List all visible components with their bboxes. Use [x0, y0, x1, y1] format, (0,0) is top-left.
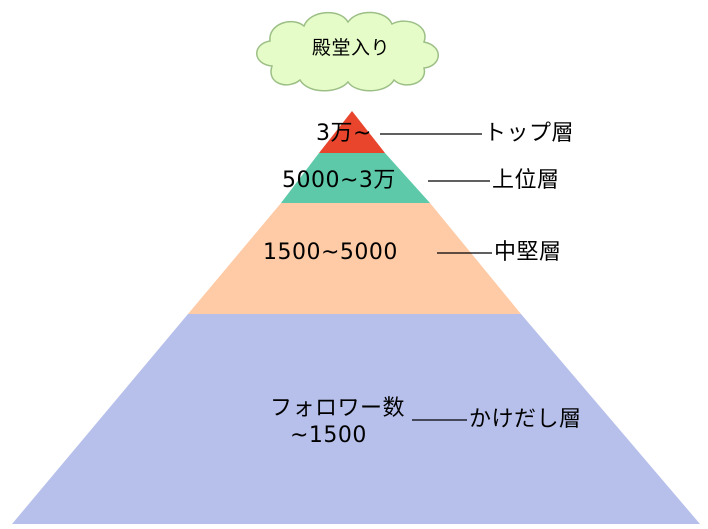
tier-upper-name: 上位層: [492, 168, 560, 193]
cloud-shape: [256, 11, 439, 92]
tier-middle-shape: [188, 203, 521, 314]
tier-top-shape: [319, 111, 385, 153]
tier-beginner-range-line2: ~1500: [290, 423, 367, 448]
tier-beginner-range-line1: フォロワー数: [270, 396, 406, 421]
tier-middle-name: 中堅層: [494, 240, 562, 265]
tier-beginner-name: かけだし層: [469, 407, 582, 432]
tier-middle-range: 1500~5000: [263, 240, 398, 265]
tier-upper-shape: [281, 153, 430, 203]
cloud-label: 殿堂入り: [312, 37, 391, 59]
tier-top-name: トップ層: [484, 121, 575, 146]
tier-top-range: 3万~: [316, 121, 372, 146]
tier-beginner-shape: [12, 314, 700, 524]
tier-upper-range: 5000~3万: [282, 168, 396, 193]
